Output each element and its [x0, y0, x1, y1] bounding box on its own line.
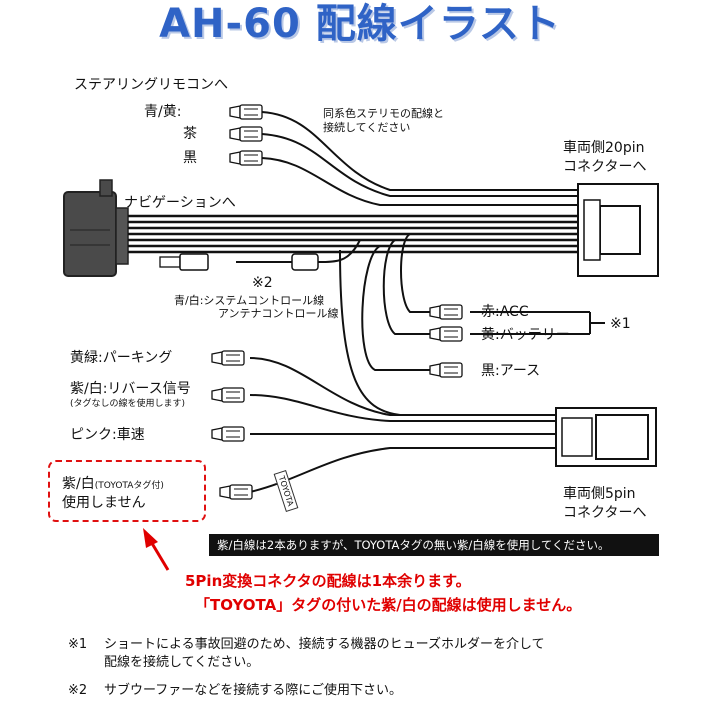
- label-toyota-unused-1: 紫/白(TOYOTAタグ付): [62, 477, 164, 491]
- five-pin-wires: [249, 249, 560, 493]
- note2-line1: サブウーファーなどを接続する際にご使用下さい。: [104, 683, 402, 698]
- blue-white-terminals: [159, 253, 319, 271]
- info-banner: 紫/白線は2本ありますが、TOYOTAタグの無い紫/白線を使用してください。: [209, 534, 659, 556]
- label-mark2: ※2: [252, 275, 273, 291]
- terminal-reverse: [211, 387, 245, 403]
- label-steering: ステアリングリモコンへ: [74, 77, 228, 93]
- label-same-color-2: 接続してください: [323, 121, 411, 134]
- label-black-earth: 黒:アース: [481, 363, 541, 379]
- terminal-parking: [211, 350, 245, 366]
- label-blue-white-1: 青/白:システムコントロール線: [174, 294, 325, 307]
- label-reverse-sub: (タグなしの線を使用します): [70, 399, 186, 409]
- unused-wire-highlight: [48, 460, 206, 522]
- label-black: 黒: [183, 150, 197, 166]
- terminal-brown: [229, 126, 263, 142]
- label-blue-white-2: アンテナコントロール線: [218, 307, 339, 320]
- label-red-acc: 赤:ACC: [481, 304, 529, 320]
- warning-line-2: 「TOYOTA」タグの付いた紫/白の配線は使用しません。: [195, 596, 582, 614]
- terminal-speed: [211, 426, 245, 442]
- label-parking: 黄緑:パーキング: [70, 350, 173, 366]
- terminal-battery: [429, 326, 463, 342]
- note2-mark: ※2: [68, 683, 88, 698]
- label-blue-yellow: 青/黄:: [144, 104, 182, 120]
- note1-mark: ※1: [68, 637, 88, 652]
- note1-line1: ショートによる事故回避のため、接続する機器のヒューズホルダーを介して: [104, 637, 545, 652]
- navigation-connector: [63, 179, 129, 277]
- page-title: AH-60 配線イラスト: [159, 1, 561, 47]
- warning-line-1: 5Pin変換コネクタの配線は1本余ります。: [185, 572, 471, 590]
- warning-arrow: [143, 528, 170, 571]
- label-brown: 茶: [183, 126, 197, 142]
- label-purple-white: 紫/白: [62, 476, 95, 492]
- terminal-earth: [429, 362, 463, 378]
- label-reverse: 紫/白:リバース信号: [70, 381, 191, 397]
- label-toyota-unused-2: 使用しません: [62, 495, 146, 511]
- vehicle-20pin-connector: [577, 183, 659, 277]
- label-toyota-tagged: (TOYOTAタグ付): [94, 481, 164, 491]
- terminal-black: [229, 150, 263, 166]
- label-conn5-2: コネクターへ: [563, 505, 647, 521]
- steering-wires: [261, 111, 585, 206]
- terminal-blue-yellow: [229, 104, 263, 120]
- power-wires: [361, 233, 605, 371]
- terminal-acc: [429, 304, 463, 320]
- label-conn20-1: 車両側20pin: [563, 140, 645, 156]
- blue-white-wire: [236, 239, 361, 263]
- note1-line2: 配線を接続してください。: [104, 655, 260, 670]
- label-same-color-1: 同系色ステリモの配線と: [323, 107, 444, 120]
- label-conn20-2: コネクターへ: [563, 159, 647, 175]
- label-speed: ピンク:車速: [70, 427, 145, 443]
- terminal-toyota-unused: [219, 484, 253, 500]
- label-mark1: ※1: [610, 316, 631, 332]
- label-navi: ナビゲーションへ: [124, 195, 236, 211]
- main-harness: [128, 214, 585, 254]
- label-yellow-battery: 黄:バッテリー: [481, 327, 570, 343]
- label-conn5-1: 車両側5pin: [563, 486, 636, 502]
- vehicle-5pin-connector: [555, 407, 657, 467]
